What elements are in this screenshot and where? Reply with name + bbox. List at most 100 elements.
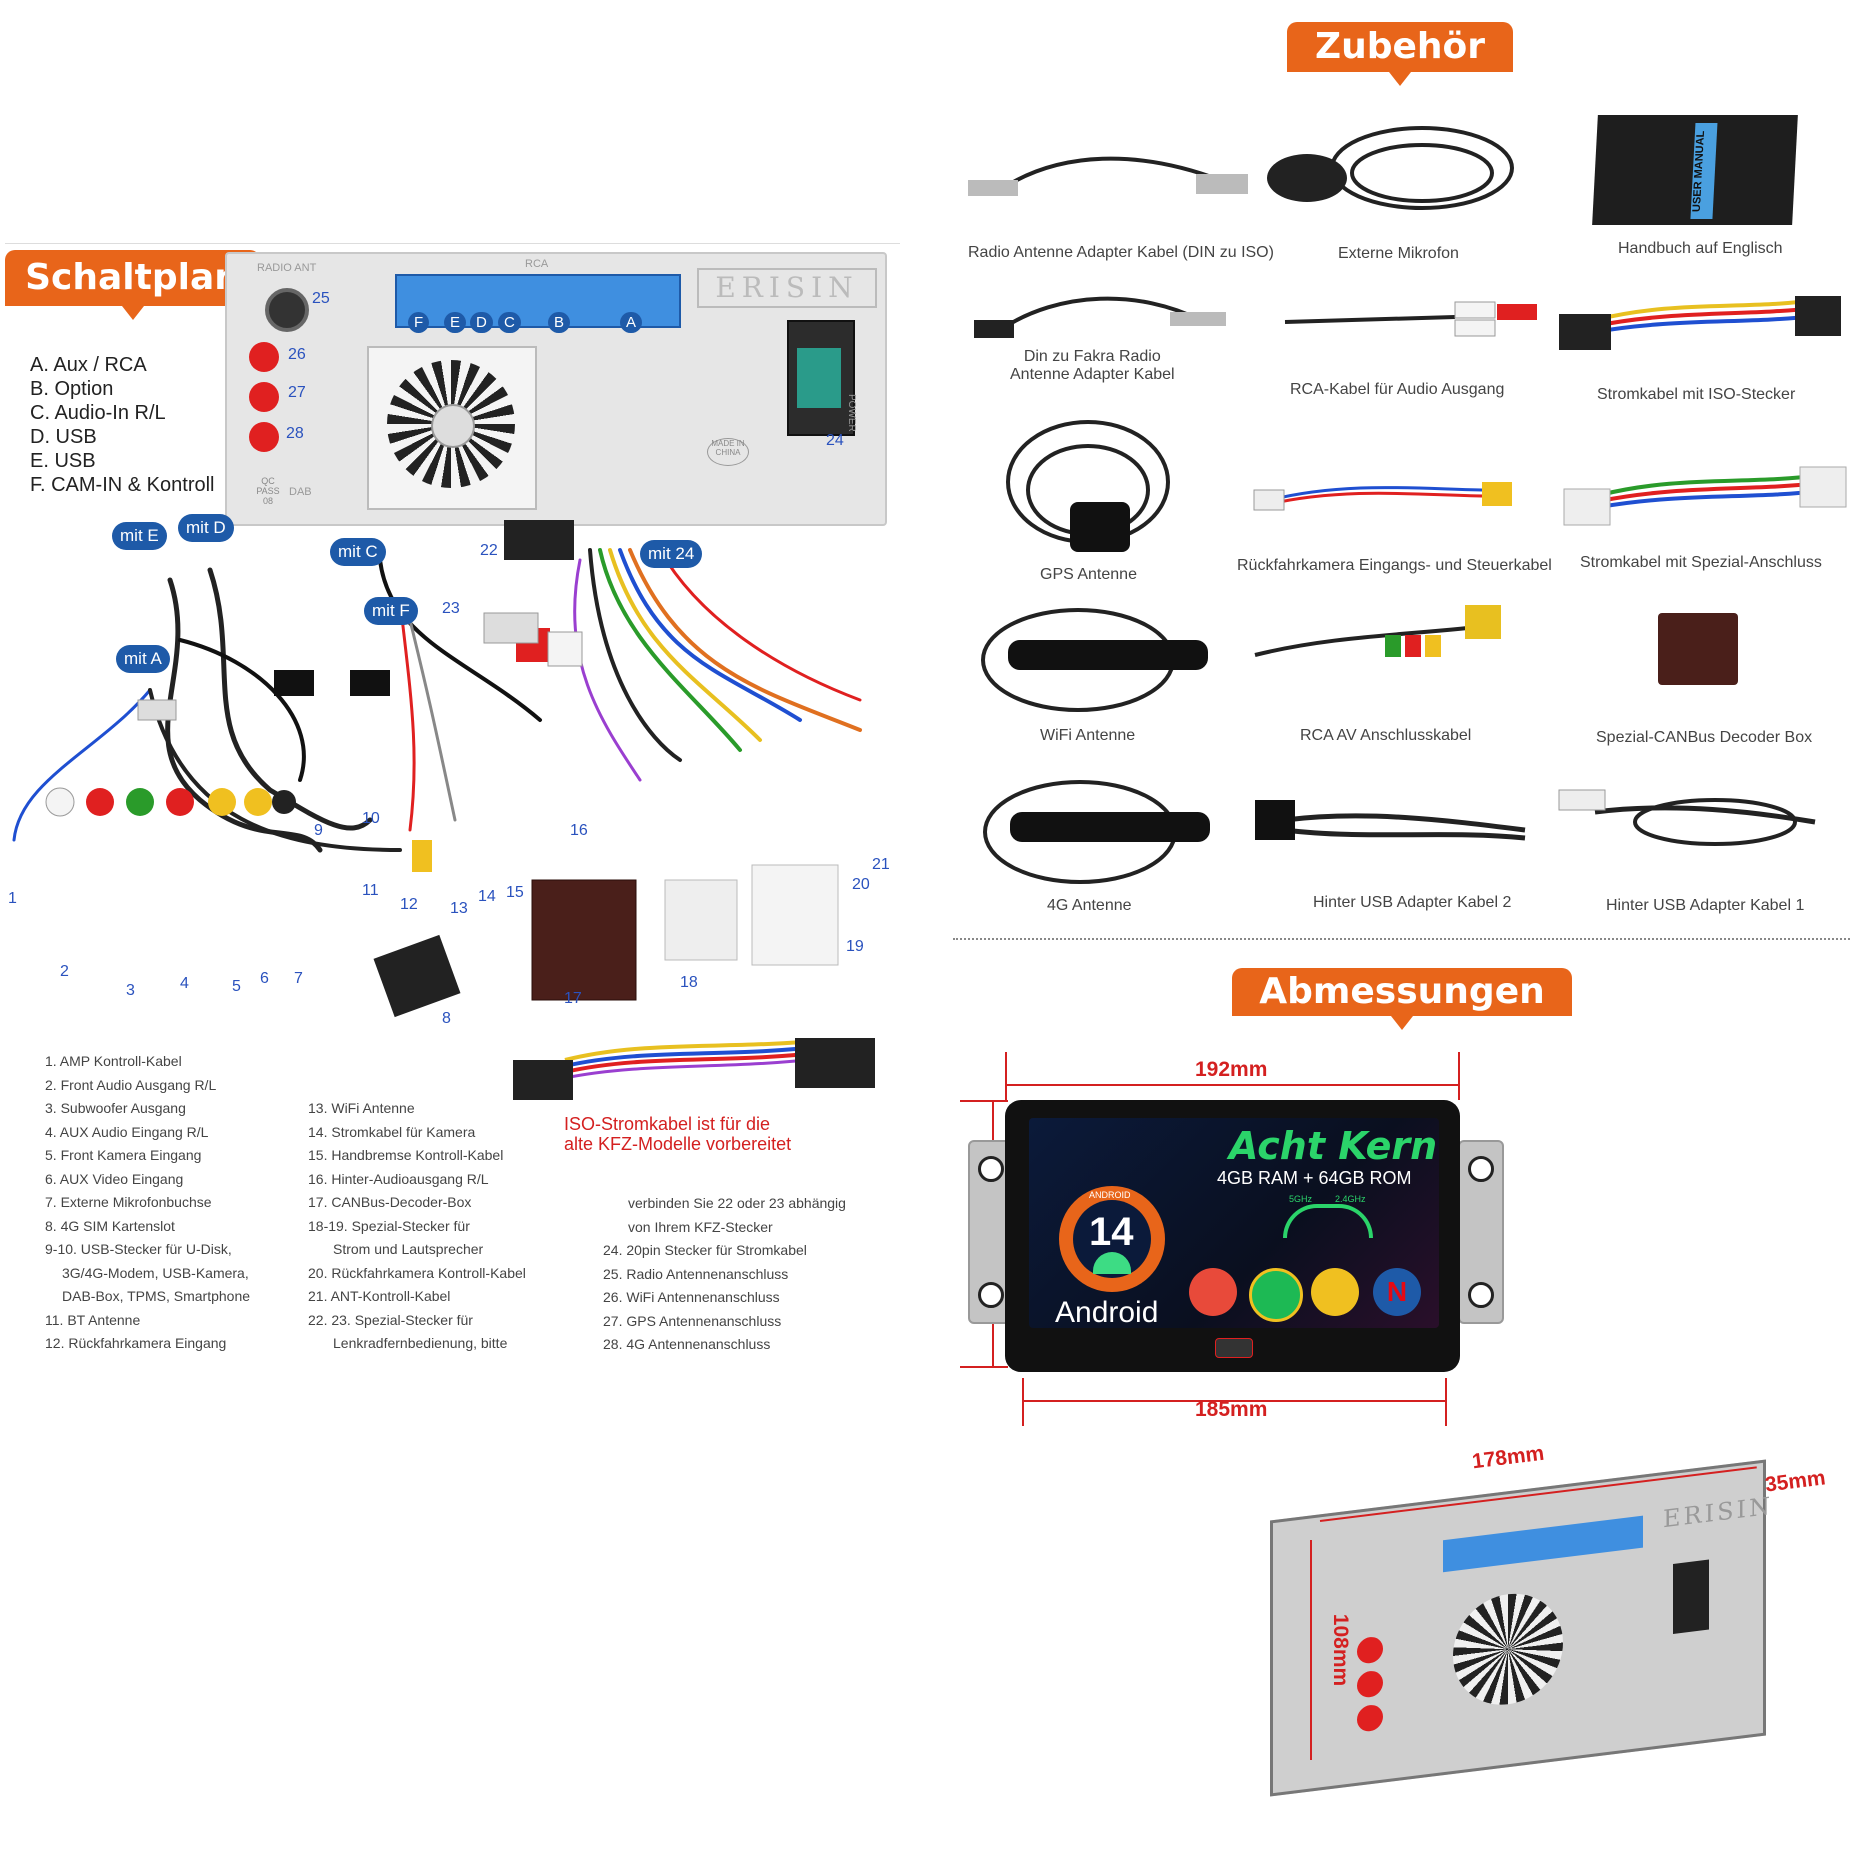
parts-list-item: 8. 4G SIM Kartenslot xyxy=(45,1217,175,1234)
fan-icon xyxy=(367,346,537,510)
accessory-label: RCA AV Anschlusskabel xyxy=(1300,727,1472,744)
callout-number: 23 xyxy=(442,600,460,617)
parts-list-item: 18-19. Spezial-Stecker für xyxy=(308,1217,470,1234)
iso-harness-illustration xyxy=(513,1038,875,1100)
front-width-label: 192mm xyxy=(1195,1058,1268,1081)
parts-list-item: 3G/4G-Modem, USB-Kamera, xyxy=(62,1264,249,1281)
user-manual-image: USER MANUAL xyxy=(1592,115,1798,225)
usb-adapter-cable-2-image xyxy=(1255,800,1526,841)
port-number: 28 xyxy=(286,425,304,442)
callout-number: 7 xyxy=(294,970,303,987)
wifi-antenna-port-icon xyxy=(249,342,279,372)
qc-pass-label: QC PASS 08 xyxy=(256,476,280,506)
port-letter-d: D xyxy=(470,312,493,333)
rca-av-cable-image xyxy=(1254,605,1501,657)
callout-number: 19 xyxy=(846,938,864,955)
parts-list-item: 27. GPS Antennenanschluss xyxy=(603,1312,782,1329)
callout-number: 17 xyxy=(564,990,582,1007)
port-letter-c: C xyxy=(498,312,521,333)
parts-list-item: 4. AUX Audio Eingang R/L xyxy=(45,1123,209,1140)
accessory-label: WiFi Antenne xyxy=(1040,727,1136,744)
callout-number: 13 xyxy=(450,900,468,917)
fan-hub xyxy=(431,404,475,448)
accessory-label: Handbuch auf Englisch xyxy=(1618,240,1783,257)
android-version: 14 xyxy=(1089,1210,1134,1254)
power-label: POWER xyxy=(846,394,857,432)
accessory-label: Spezial-CANBus Decoder Box xyxy=(1596,729,1813,746)
parts-list-col2: 13. WiFi Antenne 14. Stromkabel für Kame… xyxy=(308,1097,526,1356)
legend-item: C. Audio-In R/L xyxy=(30,402,166,424)
callout-number: 8 xyxy=(442,1010,451,1027)
accessory-label: Din zu Fakra Radio Antenne Adapter Kabel xyxy=(1010,348,1175,383)
callout-number: 9 xyxy=(314,822,323,839)
callout-number: 6 xyxy=(260,970,269,987)
parts-list-item: 6. AUX Video Eingang xyxy=(45,1170,184,1187)
app-icon-spotify xyxy=(1249,1268,1303,1322)
callout-number: 3 xyxy=(126,982,135,999)
gps-antenna-port-icon xyxy=(249,382,279,412)
parts-list-item: 3. Subwoofer Ausgang xyxy=(45,1100,186,1116)
parts-list-item: 22. 23. Spezial-Stecker für xyxy=(308,1311,473,1328)
callout-number: 22 xyxy=(480,542,498,559)
dimension-line xyxy=(1022,1400,1447,1402)
section-divider xyxy=(953,938,1850,940)
callout-number: 2 xyxy=(60,963,69,980)
parts-list-item: 14. Stromkabel für Kamera xyxy=(308,1123,476,1140)
dimension-tick xyxy=(960,1366,1008,1368)
wiring-harness-illustration xyxy=(12,520,862,1018)
parts-list-item: 2. Front Audio Ausgang R/L xyxy=(45,1076,217,1093)
android-label: Android xyxy=(1055,1296,1159,1328)
depth-label: 35mm xyxy=(1763,1466,1827,1497)
accessory-label: Externe Mikrofon xyxy=(1338,245,1459,262)
app-icon-gps xyxy=(1189,1268,1237,1316)
legend-item: D. USB xyxy=(30,426,97,448)
legend-item: A. Aux / RCA xyxy=(30,354,147,376)
android-badge-icon: ANDROID 14 xyxy=(1059,1186,1165,1292)
accessory-label: Hinter USB Adapter Kabel 2 xyxy=(1313,894,1512,911)
screen-width-label: 185mm xyxy=(1195,1398,1268,1421)
legend-item: E. USB xyxy=(30,450,96,472)
4g-antenna-image xyxy=(983,780,1210,884)
dimension-tick xyxy=(1445,1378,1447,1426)
side-height-label: 108mm xyxy=(1329,1613,1352,1687)
parts-list-item: DAB-Box, TPMS, Smartphone xyxy=(62,1288,251,1304)
tag-mit-c: mit C xyxy=(330,538,386,566)
callout-number: 4 xyxy=(180,975,189,992)
dimension-tick xyxy=(1022,1378,1024,1426)
port-letter-f: F xyxy=(408,312,430,333)
acht-kern-headline: Acht Kern xyxy=(1229,1124,1438,1168)
reverse-camera-cable-image xyxy=(1253,482,1512,511)
parts-list-item: 7. Externe Mikrofonbuchse xyxy=(45,1194,212,1210)
mounting-ear-right xyxy=(1458,1140,1504,1324)
parts-list-item: 24. 20pin Stecker für Stromkabel xyxy=(603,1242,807,1258)
wifi-antenna-image xyxy=(981,608,1208,712)
screen-display: Acht Kern 4GB RAM + 64GB ROM 5GHz 2.4GHz… xyxy=(1029,1118,1439,1328)
canbus-decoder-box-image xyxy=(1658,613,1738,685)
iso-note: ISO-Stromkabel ist für die alte KFZ-Mode… xyxy=(564,1114,792,1154)
abmessungen-banner: Abmessungen xyxy=(1232,968,1572,1030)
usb-adapter-cable-1-image xyxy=(1558,789,1816,846)
parts-list-item: 16. Hinter-Audioausgang R/L xyxy=(308,1170,489,1187)
zubehoer-banner: Zubehör xyxy=(1287,22,1513,86)
callout-number: 16 xyxy=(570,822,588,839)
callout-number: 15 xyxy=(506,884,524,901)
port-number: 25 xyxy=(312,290,330,307)
accessory-label: Hinter USB Adapter Kabel 1 xyxy=(1606,897,1805,914)
tag-mit-a: mit A xyxy=(116,645,170,673)
dimension-tick xyxy=(960,1100,1008,1102)
app-icon-netflix: N xyxy=(1373,1268,1421,1316)
parts-list-item: verbinden Sie 22 oder 23 abhängig xyxy=(628,1195,846,1211)
tag-mit-d: mit D xyxy=(178,514,234,542)
tag-mit-24: mit 24 xyxy=(640,540,703,568)
accessory-label: Stromkabel mit Spezial-Anschluss xyxy=(1580,554,1822,571)
accessory-label: 4G Antenne xyxy=(1047,897,1132,914)
parts-list-item: 28. 4G Antennenanschluss xyxy=(603,1336,771,1352)
port-number: 26 xyxy=(288,346,306,363)
din-fakra-adapter-image xyxy=(974,296,1226,338)
callout-number: 10 xyxy=(362,810,380,827)
accessory-label: Rückfahrkamera Eingangs- und Steuerkabel xyxy=(1237,557,1552,574)
rca-label: RCA xyxy=(525,258,549,270)
external-microphone-image xyxy=(1267,126,1514,210)
accessory-label: Stromkabel mit ISO-Stecker xyxy=(1597,386,1796,403)
power-button-icon xyxy=(1215,1338,1253,1358)
